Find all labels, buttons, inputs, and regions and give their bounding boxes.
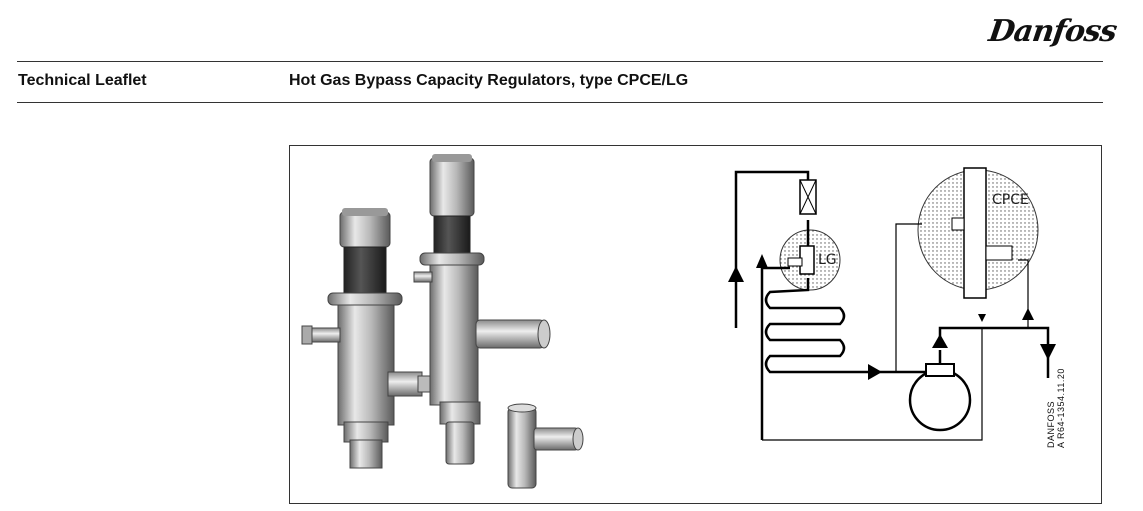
compressor-symbol xyxy=(908,368,972,432)
flow-arrow-up-left xyxy=(728,266,744,282)
cpce-label: CPCE xyxy=(992,192,1029,208)
cpce-valve-symbol xyxy=(963,167,987,299)
figure-frame xyxy=(289,145,1102,504)
flow-arrow-right xyxy=(868,364,882,380)
drawing-code-line1: DANFOSS xyxy=(1046,400,1056,448)
valve-large xyxy=(413,154,551,465)
flow-arrow-down-small xyxy=(978,314,986,322)
flow-arrow-up-bypass xyxy=(1022,308,1034,320)
product-photo xyxy=(301,154,584,489)
system-schematic: LG CPCE xyxy=(728,167,1056,441)
document-type: Technical Leaflet xyxy=(18,72,147,89)
lg-label: LG xyxy=(818,252,837,268)
header-top-rule xyxy=(17,61,1103,62)
valve-small xyxy=(301,208,433,469)
page-title: Hot Gas Bypass Capacity Regulators, type… xyxy=(289,72,689,89)
header-bottom-rule xyxy=(17,102,1103,103)
drawing-code-line2: A R64-1354.11.20 xyxy=(1056,368,1066,448)
lg-fitting xyxy=(507,403,584,489)
flow-arrow-up-compressor xyxy=(932,334,948,348)
flow-arrow-down-discharge xyxy=(1040,344,1056,360)
flow-arrow-up-return xyxy=(756,254,768,268)
danfoss-logo: Danfoss xyxy=(986,14,1119,49)
